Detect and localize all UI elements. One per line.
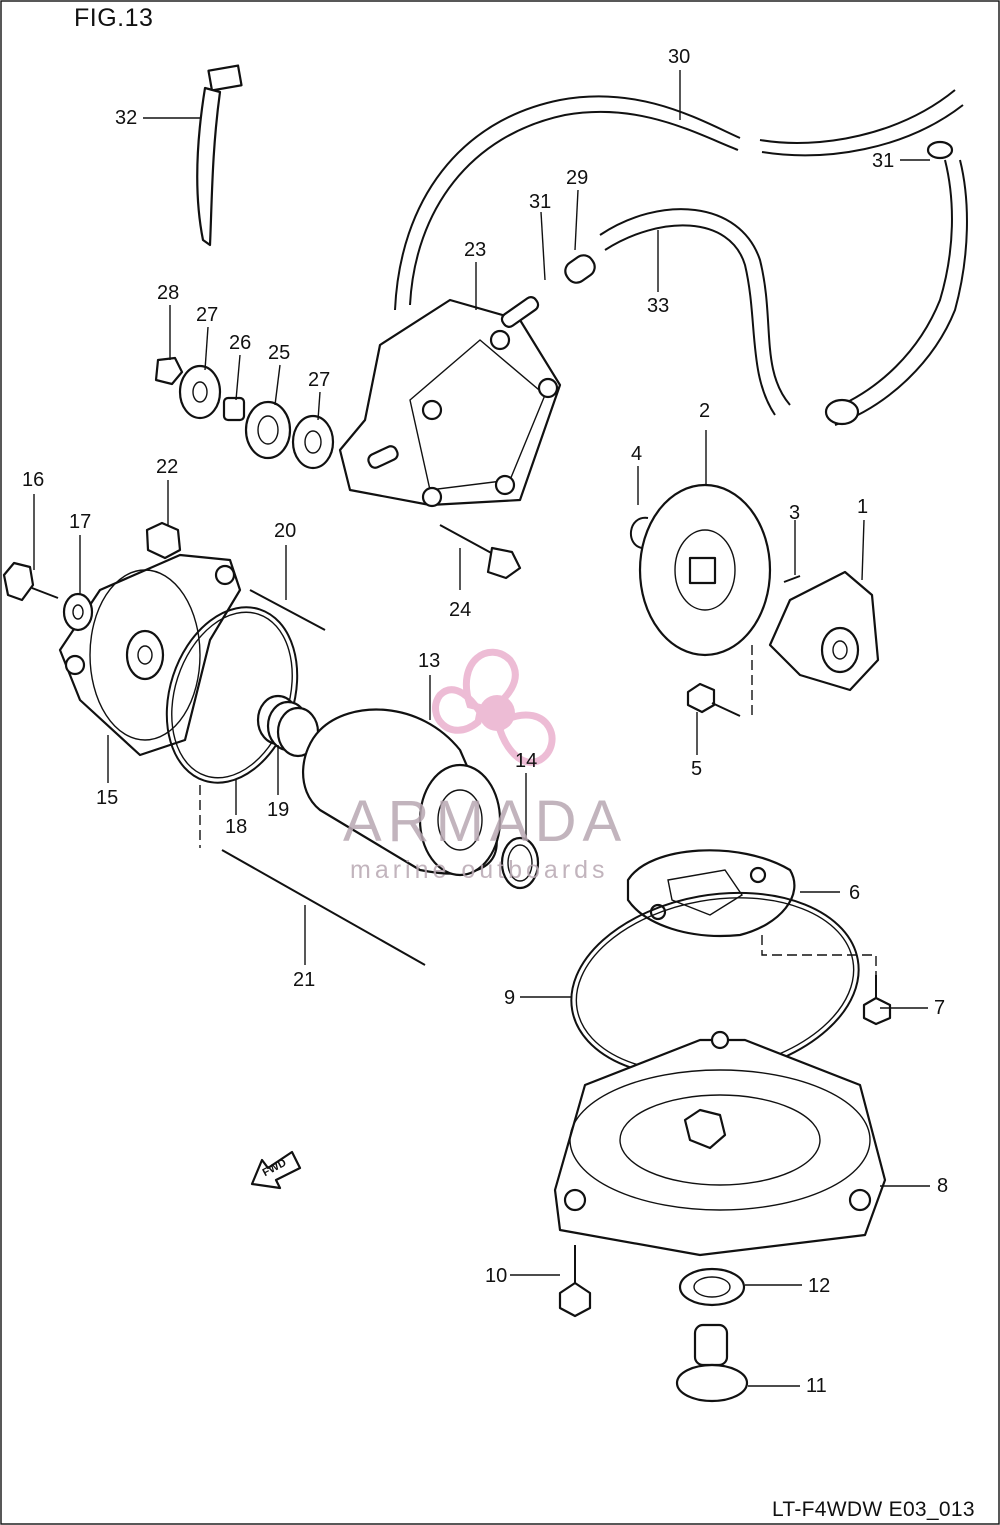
watermark-brand: ARMADA <box>343 789 628 854</box>
callout-20: 20 <box>274 520 297 542</box>
callout-27-lower: 27 <box>308 369 331 391</box>
callout-13: 13 <box>418 650 441 672</box>
oil-pump-body-1 <box>768 570 880 692</box>
watermark-propeller-logo <box>432 648 556 766</box>
oil-pump-gear-2 <box>638 483 772 657</box>
callout-4: 4 <box>631 443 643 465</box>
circlip-4 <box>629 516 649 549</box>
callout-30: 30 <box>668 46 691 68</box>
callout-2: 2 <box>699 400 711 422</box>
callout-10: 10 <box>485 1265 508 1287</box>
drain-plug-11 <box>675 1323 749 1403</box>
callout-28: 28 <box>157 282 180 304</box>
callout-25: 25 <box>268 342 291 364</box>
oil-pan-8 <box>553 1030 887 1257</box>
figure-title: FIG.13 <box>74 4 154 32</box>
oil-filter-13 <box>301 708 502 877</box>
callout-1: 1 <box>857 496 869 518</box>
bolt-5 <box>686 682 741 717</box>
callout-12: 12 <box>808 1275 831 1297</box>
fuel-hose-30 <box>394 89 964 311</box>
callout-5: 5 <box>691 758 703 780</box>
oil-filter-cover-15 <box>58 553 242 757</box>
callout-31-left: 31 <box>529 191 552 213</box>
callout-27-upper: 27 <box>196 304 219 326</box>
callout-29: 29 <box>566 167 589 189</box>
callout-7: 7 <box>934 997 946 1019</box>
callout-18: 18 <box>225 816 248 838</box>
fuel-hose-33 <box>564 140 968 426</box>
callout-22: 22 <box>156 456 179 478</box>
cable-tie-32 <box>196 64 243 247</box>
callout-8: 8 <box>937 1175 949 1197</box>
watermark-tagline: marine outboards <box>350 856 609 884</box>
washers-25-28 <box>154 356 335 470</box>
leader-lines <box>33 70 930 1387</box>
o-ring-14 <box>500 836 540 890</box>
callout-3: 3 <box>789 502 801 524</box>
bolt-7 <box>862 975 892 1026</box>
fwd-arrow-icon <box>250 1150 302 1190</box>
oil-strainer-6 <box>626 849 796 937</box>
stud-20 <box>249 589 326 631</box>
spring-19 <box>256 694 320 758</box>
bolt-16 <box>2 561 59 602</box>
callout-17: 17 <box>69 511 92 533</box>
bolt-24 <box>439 524 522 580</box>
bolt-10 <box>558 1245 592 1318</box>
diagram-code: LT-F4WDW E03_013 <box>772 1498 975 1521</box>
callout-15: 15 <box>96 787 119 809</box>
callout-24: 24 <box>449 599 472 621</box>
gasket-12 <box>678 1267 746 1307</box>
callout-21: 21 <box>293 969 316 991</box>
callout-14: 14 <box>515 750 538 772</box>
nut-22 <box>145 521 182 560</box>
callout-16: 16 <box>22 469 45 491</box>
callout-31-right: 31 <box>872 150 895 172</box>
washer-17 <box>62 592 94 632</box>
callout-11: 11 <box>806 1375 827 1397</box>
callout-32: 32 <box>115 107 138 129</box>
pin-3 <box>783 575 801 583</box>
callout-23: 23 <box>464 239 487 261</box>
fuel-pump-23 <box>338 296 562 508</box>
callout-9: 9 <box>504 987 516 1009</box>
callout-6: 6 <box>849 882 861 904</box>
callout-26: 26 <box>229 332 252 354</box>
callout-19: 19 <box>267 799 290 821</box>
stud-21 <box>221 849 426 966</box>
callout-33: 33 <box>647 295 670 317</box>
